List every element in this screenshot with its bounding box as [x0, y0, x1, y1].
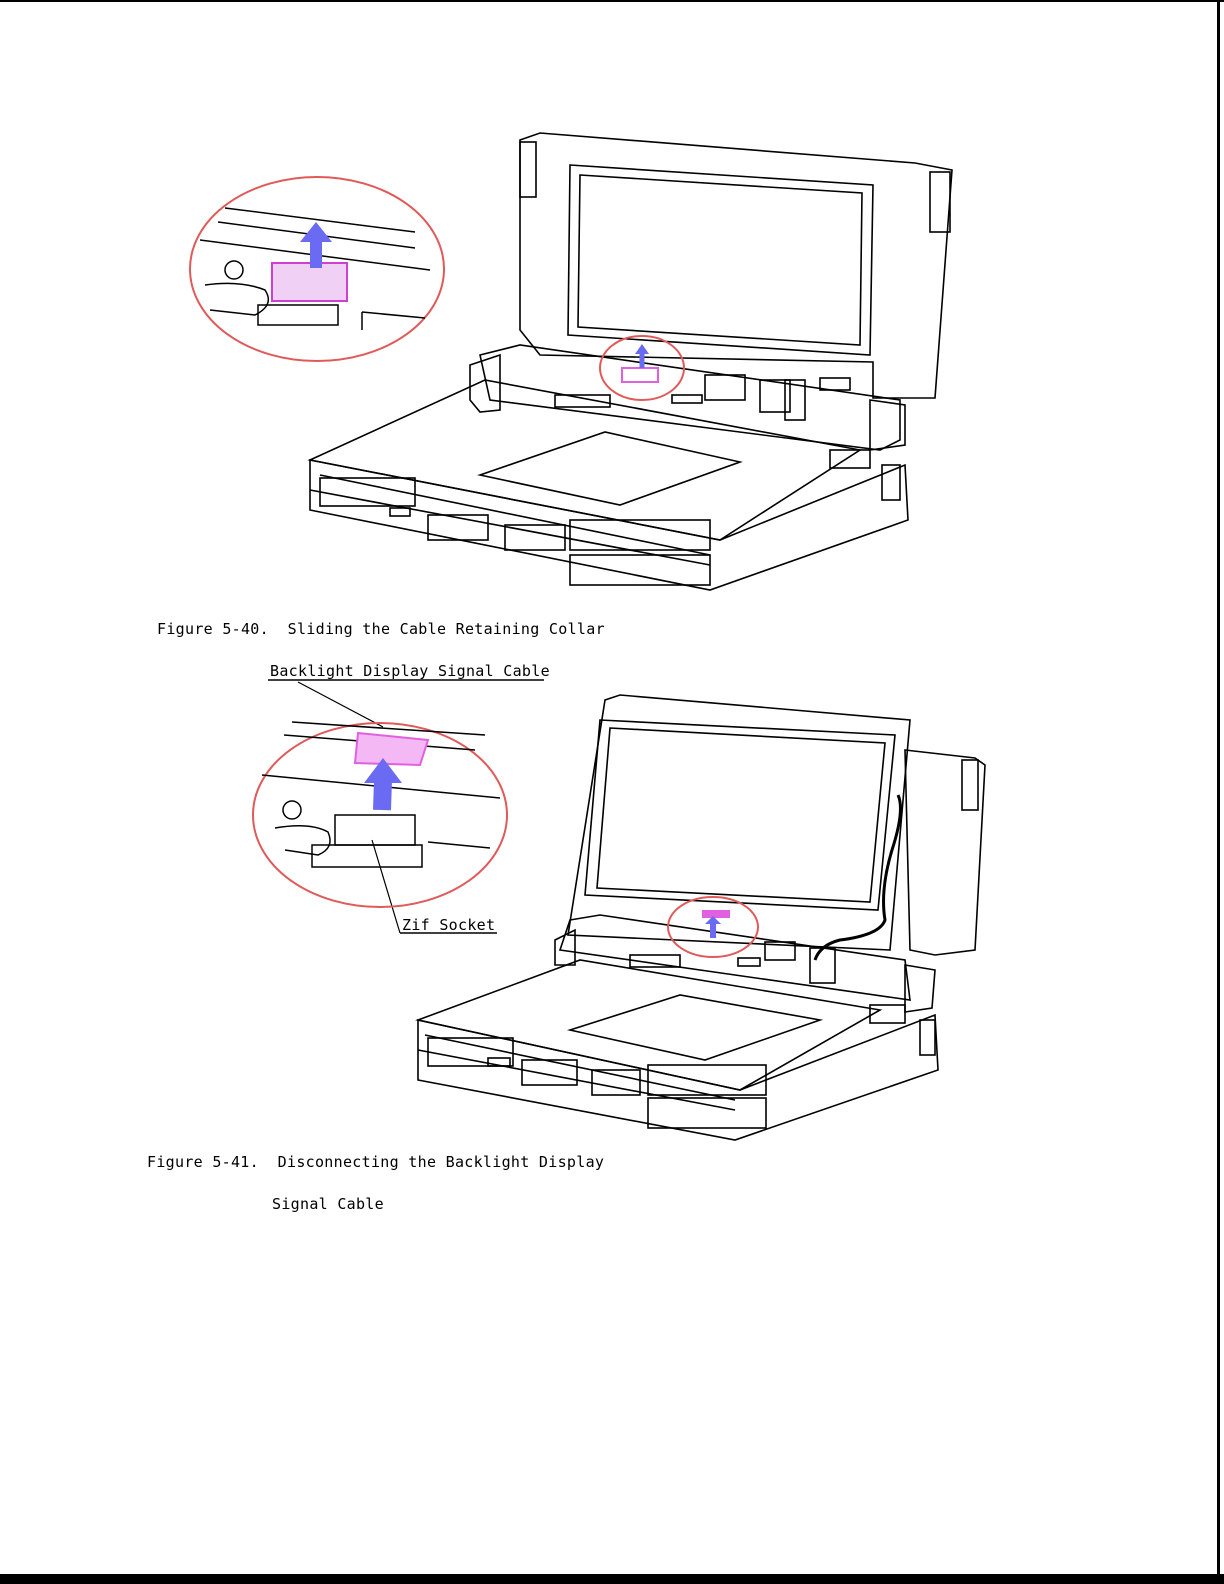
display-screen — [585, 720, 895, 910]
signal-cable-connector — [355, 733, 428, 765]
display-screen — [568, 165, 873, 355]
zif-socket — [335, 815, 415, 845]
touchpad — [480, 432, 740, 505]
callout-zif-socket: Zif Socket — [402, 916, 495, 934]
figure-5-41: Backlight Display Signal Cable Zif Socke… — [0, 620, 1224, 1170]
display-lid — [520, 133, 952, 398]
base-front — [418, 1015, 938, 1140]
figure-5-40-illustration — [0, 0, 1224, 620]
figure-number: Figure 5-41. — [147, 1153, 259, 1171]
retaining-collar — [272, 263, 347, 301]
base-front — [310, 460, 908, 590]
figure-title-line-1: Disconnecting the Backlight Display — [278, 1153, 605, 1171]
lid-hinge-left — [520, 142, 536, 197]
arrow-up-icon — [382, 780, 383, 810]
figure-5-40: Figure 5-40. Sliding the Cable Retaining… — [0, 0, 1224, 620]
page-border-bottom — [0, 1574, 1224, 1584]
callout-signal-cable: Backlight Display Signal Cable — [270, 662, 550, 680]
figure-5-41-illustration — [0, 620, 1224, 1170]
figure-5-41-caption: Figure 5-41. Disconnecting the Backlight… — [147, 1127, 604, 1239]
figure-title-line-2: Signal Cable — [147, 1197, 604, 1211]
lid-vent-right — [930, 172, 950, 232]
touchpad — [570, 995, 820, 1060]
